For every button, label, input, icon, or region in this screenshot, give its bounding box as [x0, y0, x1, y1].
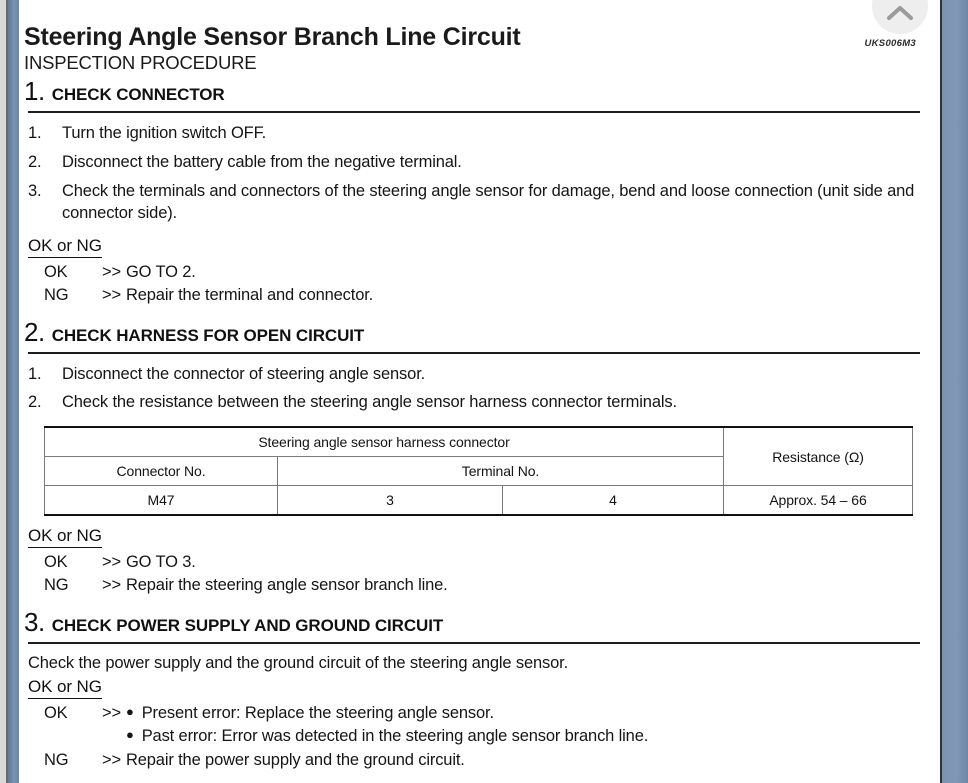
result-arrow: >>: [102, 751, 121, 770]
result-key: OK: [44, 553, 68, 572]
result-text: Repair the terminal and connector.: [125, 285, 374, 304]
table-header-resistance: Resistance (Ω): [723, 426, 913, 487]
page-title: Steering Angle Sensor Branch Line Circui…: [24, 23, 521, 51]
table-cell-terminal-b: 4: [502, 485, 724, 517]
result-row: OK >> GO TO 2.: [24, 261, 924, 284]
table-row: Steering angle sensor harness connector …: [44, 426, 913, 487]
ok-or-ng-label-3: OK or NG: [28, 677, 102, 699]
instruction-text: Check the terminals and connectors of th…: [62, 182, 915, 223]
result-bullet-text: Past error: Error was detected in the st…: [141, 726, 649, 745]
instruction-text: Disconnect the battery cable from the ne…: [62, 153, 462, 172]
list-item: ● Present error: Replace the steering an…: [126, 702, 924, 725]
table-group-header: Steering angle sensor harness connector: [44, 426, 724, 458]
step-heading-3: 3. CHECK POWER SUPPLY AND GROUND CIRCUIT: [24, 609, 924, 636]
instruction-text: Check the resistance between the steerin…: [62, 393, 677, 412]
list-item: 2. Disconnect the battery cable from the…: [24, 152, 924, 174]
step-number-2: 2.: [24, 316, 45, 347]
result-row-ng: NG >> Repair the power supply and the gr…: [24, 749, 924, 772]
result-key: OK: [44, 263, 68, 281]
instruction-number: 3.: [28, 182, 42, 201]
step-rule-3: [28, 641, 920, 644]
ok-or-ng-label-1: OK or NG: [28, 236, 102, 258]
ok-or-ng-label-2: OK or NG: [28, 526, 102, 549]
instruction-list-2: 1. Disconnect the connector of steering …: [24, 364, 924, 415]
step-3-body: Check the power supply and the ground ci…: [28, 653, 569, 672]
instruction-text: Turn the ignition switch OFF.: [62, 124, 267, 143]
step-rule-1: [28, 111, 920, 114]
left-gutter: [0, 0, 6, 783]
result-list-2: OK >> GO TO 3. NG >> Repair the steering…: [24, 551, 924, 597]
table-cell-connector-no: M47: [44, 485, 278, 517]
bullet-icon: ●: [125, 703, 134, 719]
resistance-table: Steering angle sensor harness connector …: [44, 426, 913, 517]
step-heading-2: 2. CHECK HARNESS FOR OPEN CIRCUIT: [24, 319, 924, 346]
document-body: Steering Angle Sensor Branch Line Circui…: [19, 0, 940, 772]
step-number-3: 3.: [24, 606, 45, 637]
instruction-number: 2.: [28, 153, 42, 172]
left-hairline: [6, 0, 8, 783]
instruction-number: 1.: [28, 124, 42, 143]
instruction-list-1: 1. Turn the ignition switch OFF. 2. Disc…: [24, 123, 924, 225]
result-row: NG >> Repair the steering angle sensor b…: [24, 574, 924, 597]
instruction-number: 1.: [28, 364, 42, 383]
result-arrow: >>: [102, 703, 121, 722]
table-cell-resistance: Approx. 54 – 66: [723, 485, 913, 517]
list-item: 3. Check the terminals and connectors of…: [24, 181, 924, 225]
document-page: Steering Angle Sensor Branch Line Circui…: [19, 0, 940, 783]
list-item: 1. Disconnect the connector of steering …: [24, 364, 924, 386]
instruction-number: 2.: [28, 393, 42, 412]
result-text: Repair the power supply and the ground c…: [125, 751, 465, 770]
result-arrow: >>: [102, 263, 121, 281]
result-list-3: OK >> ● Present error: Replace the steer…: [24, 702, 924, 772]
result-key: NG: [44, 576, 69, 595]
step-heading-1: 1. CHECK CONNECTOR: [24, 78, 924, 105]
document-code: UKS006M3: [864, 38, 916, 49]
table-row: Connector No. Terminal No.: [44, 456, 913, 487]
result-text: GO TO 2.: [125, 263, 196, 281]
result-bullet-list: ● Present error: Replace the steering an…: [126, 702, 924, 748]
result-row-ok: OK >> ● Present error: Replace the steer…: [24, 702, 924, 748]
result-list-1: OK >> GO TO 2. NG >> Repair the terminal…: [24, 261, 924, 307]
result-key: NG: [44, 751, 69, 770]
table-header-terminal-no: Terminal No.: [277, 456, 724, 487]
result-row: NG >> Repair the terminal and connector.: [24, 284, 924, 307]
result-key: NG: [44, 285, 69, 304]
result-text: GO TO 3.: [125, 553, 196, 572]
result-arrow: >>: [102, 576, 121, 595]
table-header-connector-no: Connector No.: [44, 456, 278, 487]
step-number-1: 1.: [24, 76, 45, 107]
document-subtitle: INSPECTION PROCEDURE: [24, 52, 257, 74]
result-arrow: >>: [102, 285, 121, 304]
list-item: ● Past error: Error was detected in the …: [126, 725, 924, 748]
table-cell-terminal-a: 3: [277, 485, 503, 517]
result-text: Repair the steering angle sensor branch …: [125, 576, 448, 595]
step-title-3: CHECK POWER SUPPLY AND GROUND CIRCUIT: [51, 615, 444, 635]
list-item: 1. Turn the ignition switch OFF.: [24, 123, 924, 145]
title-row: Steering Angle Sensor Branch Line Circui…: [24, 23, 924, 51]
instruction-text: Disconnect the connector of steering ang…: [62, 364, 426, 383]
list-item: 2. Check the resistance between the stee…: [24, 392, 924, 414]
left-frame-band: [8, 0, 19, 783]
step-rule-2: [28, 351, 920, 354]
result-row: OK >> GO TO 3.: [24, 551, 924, 574]
step-title-1: CHECK CONNECTOR: [51, 85, 225, 105]
result-bullet-text: Present error: Replace the steering angl…: [141, 703, 494, 722]
bullet-icon: ●: [125, 726, 134, 742]
step-title-2: CHECK HARNESS FOR OPEN CIRCUIT: [51, 325, 365, 345]
result-key: OK: [44, 703, 68, 722]
table-row: M47 3 4 Approx. 54 – 66: [44, 485, 913, 517]
result-arrow: >>: [102, 553, 121, 572]
right-frame-band: [940, 0, 968, 783]
